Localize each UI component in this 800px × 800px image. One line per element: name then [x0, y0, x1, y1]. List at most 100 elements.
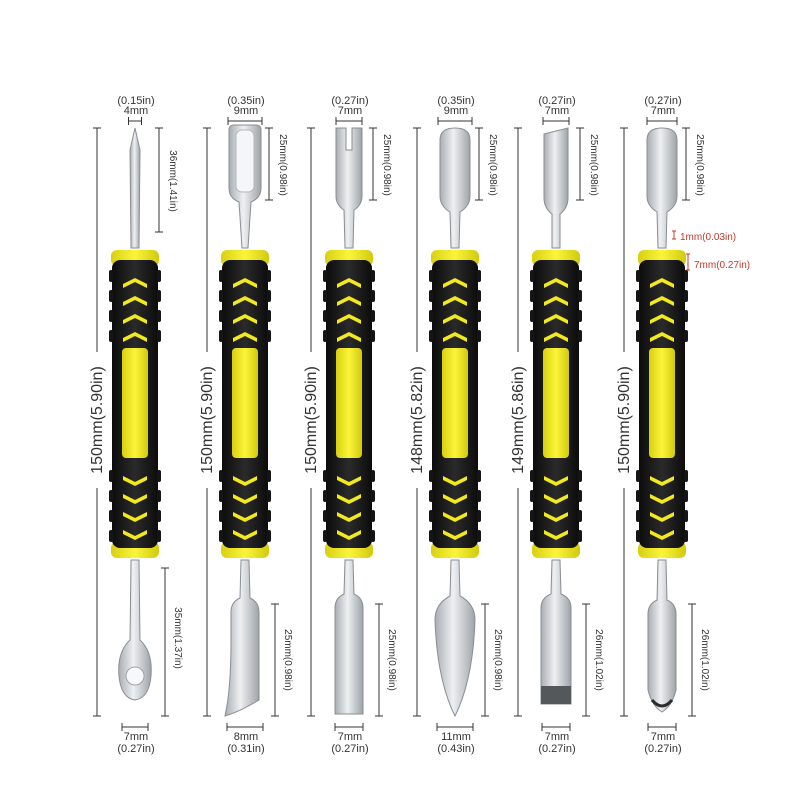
grip-ridge	[684, 510, 688, 522]
grip-ridge	[684, 530, 688, 542]
top-length-label: 25mm(0.98in)	[381, 134, 392, 196]
grip-ridge	[636, 310, 640, 322]
grip-ridge	[530, 470, 534, 482]
grip-ridge	[371, 530, 375, 542]
grip-chevron-down	[123, 530, 147, 540]
grip-chevron-up	[337, 314, 361, 324]
top-length-label: 25mm(0.98in)	[277, 134, 288, 196]
grip-ridge	[684, 470, 688, 482]
grip-chevron-down	[337, 494, 361, 504]
grip-chevron-down	[544, 530, 568, 540]
grip-chevron-down	[650, 530, 674, 540]
grip-chevron-up	[123, 296, 147, 306]
bottom-length-label: 25mm(0.98in)	[282, 629, 293, 691]
top-width-label: 7mm	[338, 105, 362, 117]
top-scoop-hollow	[235, 129, 255, 193]
bottom-length-label: 26mm(1.02in)	[699, 629, 710, 691]
bottom-chisel-edge	[541, 686, 571, 704]
grip-ridge	[578, 290, 582, 302]
total-length-mask	[509, 352, 527, 488]
grip-ridge	[323, 270, 327, 282]
grip-chevron-down	[233, 476, 257, 486]
grip-ridge	[267, 510, 271, 522]
grip-ridge	[157, 530, 161, 542]
grip-ridge	[267, 270, 271, 282]
top-width-in-label: (0.15in)	[117, 95, 154, 107]
grip-chevron-up	[233, 314, 257, 324]
bottom-width-in-label: (0.27in)	[644, 743, 681, 755]
grip-ridge	[477, 270, 481, 282]
grip-ridge	[157, 470, 161, 482]
grip-ridge	[109, 530, 113, 542]
grip-ridge	[323, 530, 327, 542]
grip-chevron-up	[123, 332, 147, 342]
grip-chevron-up	[650, 278, 674, 288]
top-round	[646, 127, 678, 249]
grip-ridge	[477, 530, 481, 542]
grip-ridge	[530, 270, 534, 282]
grip-ridge	[429, 530, 433, 542]
grip-ridge	[636, 530, 640, 542]
bottom-width-label: 7mm	[545, 731, 569, 743]
grip-ridge	[477, 490, 481, 502]
grip-ridge	[323, 470, 327, 482]
handle-yellow-window	[649, 348, 675, 458]
top-width-label: 7mm	[651, 105, 675, 117]
total-length-mask	[615, 352, 633, 488]
grip-ridge	[323, 490, 327, 502]
grip-chevron-down	[337, 530, 361, 540]
handle-yellow-window	[543, 348, 569, 458]
top-round	[439, 127, 471, 249]
bottom-width-label: 8mm	[234, 731, 258, 743]
grip-ridge	[429, 470, 433, 482]
grip-ridge	[684, 490, 688, 502]
total-length-label: 148mm(5.82in)	[409, 366, 426, 474]
bottom-width-in-label: (0.43in)	[437, 743, 474, 755]
grip-ridge	[636, 490, 640, 502]
grip-chevron-up	[233, 278, 257, 288]
grip-chevron-up	[650, 296, 674, 306]
top-length-label: 25mm(0.98in)	[694, 134, 705, 196]
bottom-chisel	[540, 559, 572, 705]
total-length-mask	[198, 352, 216, 488]
grip-ridge	[636, 330, 640, 342]
tool-4: 148mm(5.82in)(0.35in)9mm11mm(0.43in)25mm…	[408, 95, 503, 755]
top-width-in-label: (0.35in)	[437, 95, 474, 107]
grip-chevron-up	[544, 296, 568, 306]
handle-yellow-window	[122, 348, 148, 458]
grip-chevron-down	[544, 512, 568, 522]
grip-ridge	[578, 490, 582, 502]
total-length-label: 149mm(5.86in)	[510, 366, 527, 474]
bottom-spatula	[334, 559, 364, 715]
grip-ridge	[371, 470, 375, 482]
grip-ridge	[429, 310, 433, 322]
total-length-mask	[302, 352, 320, 488]
grip-chevron-up	[544, 278, 568, 288]
grip-ridge	[323, 310, 327, 322]
grip-ridge	[477, 290, 481, 302]
top-pick	[129, 127, 141, 249]
grip-ridge	[157, 310, 161, 322]
grip-chevron-down	[544, 476, 568, 486]
grip-ridge	[219, 470, 223, 482]
bottom-width-label: 7mm	[338, 731, 362, 743]
grip-ridge	[267, 310, 271, 322]
total-length-label: 150mm(5.90in)	[616, 366, 633, 474]
grip-ridge	[267, 490, 271, 502]
grip-ridge	[578, 510, 582, 522]
bottom-length-label: 25mm(0.98in)	[492, 629, 503, 691]
grip-chevron-down	[337, 476, 361, 486]
grip-ridge	[109, 290, 113, 302]
grip-chevron-down	[123, 494, 147, 504]
grip-ridge	[109, 310, 113, 322]
grip-chevron-down	[544, 494, 568, 504]
grip-chevron-down	[650, 494, 674, 504]
handle-yellow-window	[442, 348, 468, 458]
grip-chevron-up	[233, 296, 257, 306]
grip-ridge	[636, 290, 640, 302]
total-length-label: 150mm(5.90in)	[89, 366, 106, 474]
top-angled	[543, 127, 569, 249]
grip-ridge	[530, 290, 534, 302]
grip-chevron-up	[544, 314, 568, 324]
